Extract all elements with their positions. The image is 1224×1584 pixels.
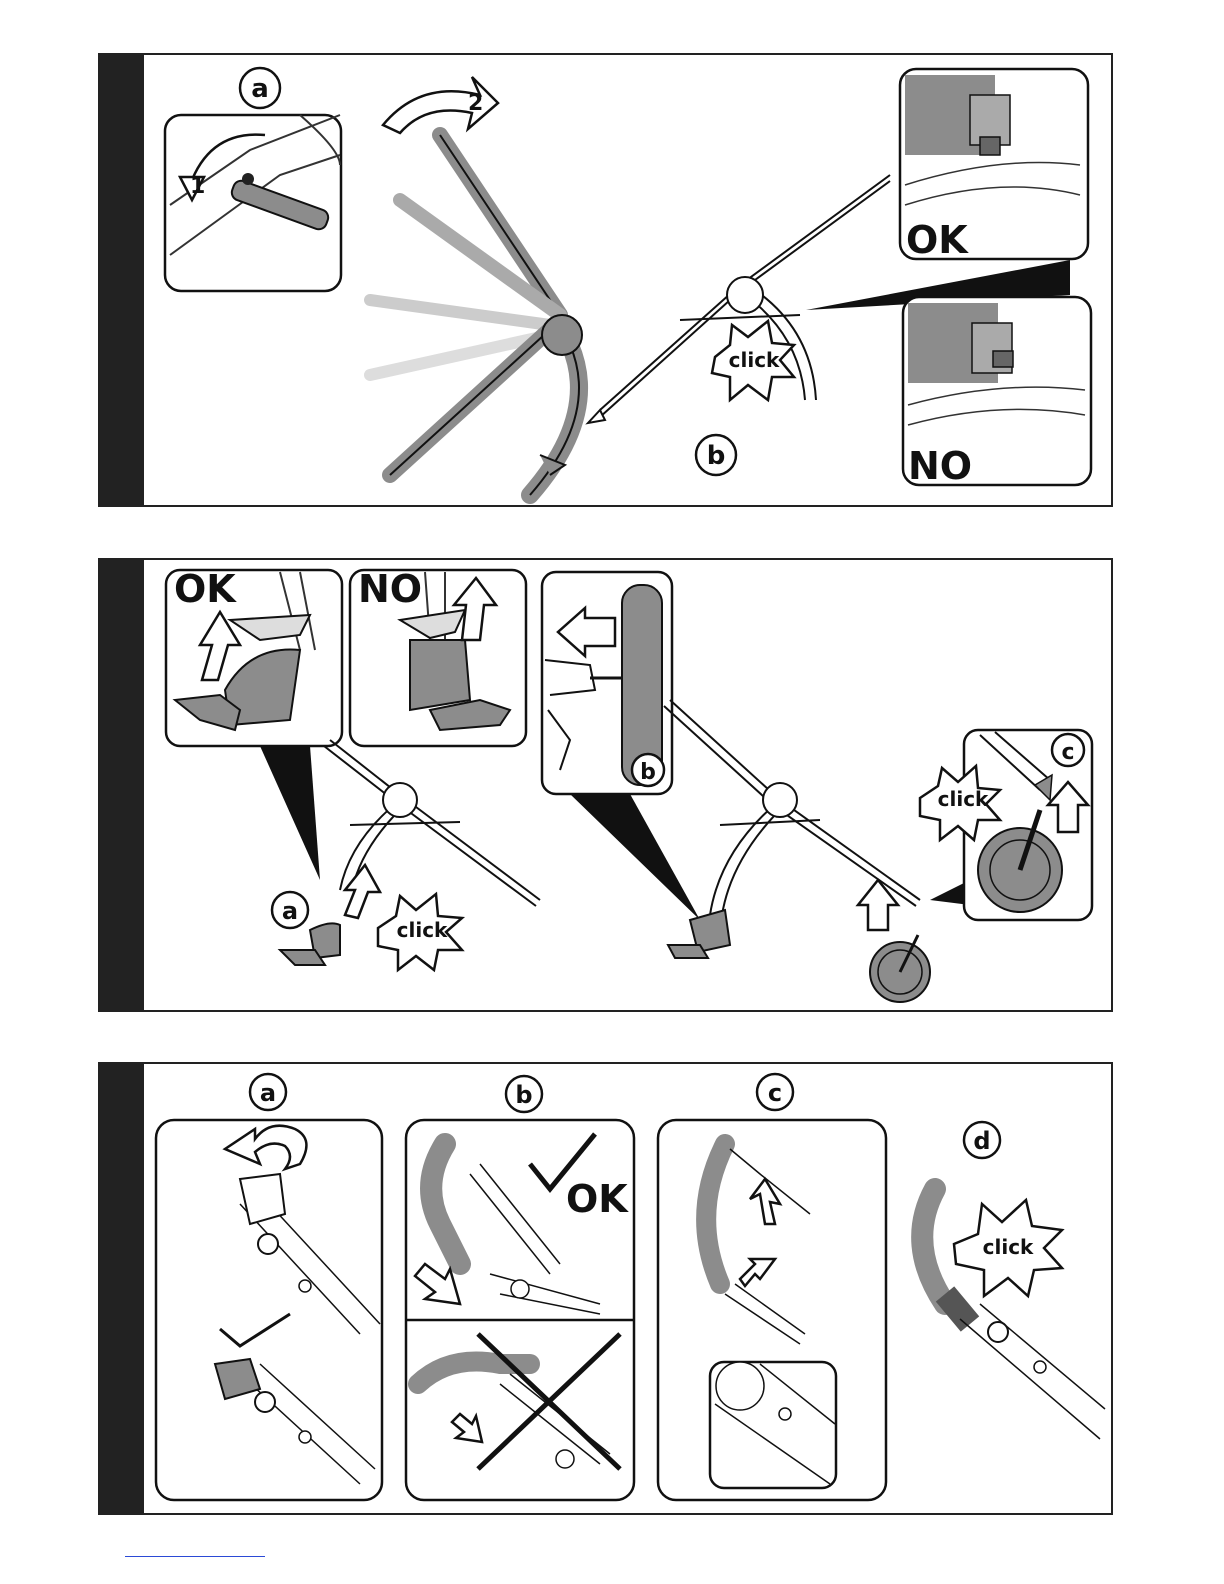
svg-text:b: b <box>707 441 726 471</box>
svg-text:click: click <box>729 348 780 372</box>
step-label-d: d <box>964 1122 1000 1158</box>
inset-wheel-click: c <box>964 730 1092 920</box>
svg-text:click: click <box>938 787 989 811</box>
svg-text:b: b <box>640 760 656 785</box>
instruction-panel-2: OK NO a <box>98 558 1113 1012</box>
click-burst-a: click <box>378 894 462 970</box>
svg-text:a: a <box>251 74 269 104</box>
step-label-a: a <box>272 892 308 928</box>
instruction-panel-3: a b OK <box>98 1062 1113 1515</box>
inset-wheel-no: NO <box>350 567 526 746</box>
step-label-b: b <box>506 1076 542 1112</box>
svg-text:a: a <box>260 1079 276 1107</box>
panel-3-illustration: a b OK <box>100 1064 1113 1515</box>
panel-1-illustration: a 1 2 <box>100 55 1113 507</box>
step-label-c: c <box>757 1074 793 1110</box>
step-label-a: a <box>240 68 280 108</box>
frame-fold-positions <box>370 135 582 495</box>
inset-lever-detail: 1 <box>165 115 341 291</box>
instruction-panel-1: a 1 2 <box>98 53 1113 507</box>
box-a-handle-remove <box>156 1120 382 1500</box>
box-b-handle-fit: OK <box>406 1120 634 1500</box>
svg-text:click: click <box>983 1235 1034 1259</box>
svg-text:a: a <box>282 897 298 925</box>
svg-text:NO: NO <box>908 444 972 488</box>
svg-text:1: 1 <box>190 174 205 199</box>
svg-text:click: click <box>397 918 448 942</box>
svg-text:OK: OK <box>906 218 969 262</box>
rotate-arrow-2: 2 <box>383 77 498 133</box>
panel-2-illustration: OK NO a <box>100 560 1113 1012</box>
svg-text:b: b <box>515 1081 532 1109</box>
inset-wheel-attach: b <box>542 572 672 794</box>
footer-rule <box>125 1556 265 1557</box>
inset-ok: OK <box>900 69 1088 262</box>
svg-text:c: c <box>1061 740 1074 765</box>
step-label-b: b <box>696 435 736 475</box>
box-c-handle-insert <box>658 1120 886 1500</box>
svg-text:2: 2 <box>468 91 483 116</box>
svg-text:d: d <box>973 1127 990 1155</box>
inset-wheel-ok: OK <box>166 567 342 746</box>
svg-text:OK: OK <box>566 1177 629 1221</box>
step-label-a: a <box>250 1074 286 1110</box>
svg-text:c: c <box>768 1079 782 1107</box>
handle-assembled: click <box>922 1189 1105 1439</box>
inset-no: NO <box>903 297 1091 488</box>
svg-text:NO: NO <box>358 567 422 611</box>
svg-text:OK: OK <box>174 567 237 611</box>
